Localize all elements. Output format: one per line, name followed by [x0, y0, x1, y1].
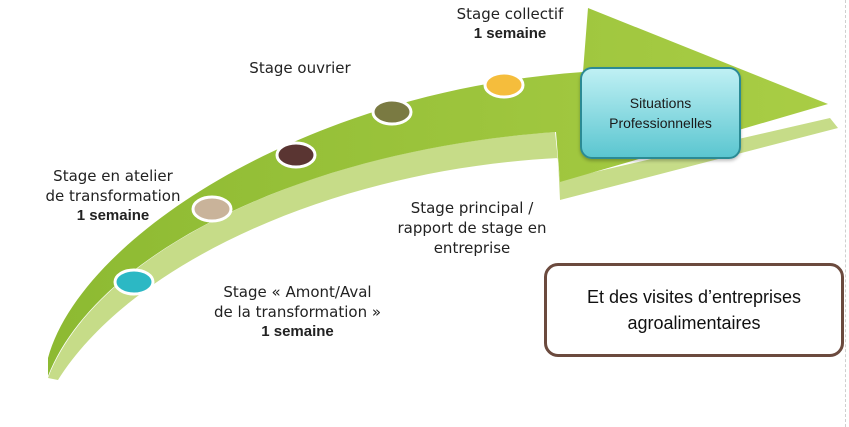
- dot-principal: [275, 141, 317, 169]
- label-stage-collectif: Stage collectif 1 semaine: [440, 4, 580, 44]
- stage-amont-line1: Stage « Amont/Aval: [223, 283, 372, 301]
- label-stage-atelier: Stage en atelier de transformation 1 sem…: [38, 166, 188, 226]
- stage-collectif-title: Stage collectif: [456, 5, 564, 23]
- stage-principal-line2: rapport de stage en: [397, 219, 547, 237]
- label-stage-principal: Stage principal / rapport de stage en en…: [392, 198, 552, 258]
- dot-ouvrier: [371, 98, 413, 126]
- stage-atelier-duration: 1 semaine: [76, 207, 150, 224]
- stage-collectif-duration: 1 semaine: [473, 25, 547, 42]
- situations-professionnelles-box: Situations Professionnelles: [580, 67, 741, 159]
- dot-atelier: [191, 195, 233, 223]
- stage-principal-line1: Stage principal /: [410, 199, 534, 217]
- stage-principal-line3: entreprise: [433, 239, 511, 257]
- visits-line1: Et des visites d’entreprises: [586, 287, 802, 307]
- arrow-side-face: [48, 118, 838, 380]
- situations-line1: Situations: [629, 95, 692, 111]
- dot-collectif: [483, 71, 525, 99]
- stage-atelier-line2: de transformation: [45, 187, 181, 205]
- stage-amont-duration: 1 semaine: [261, 323, 334, 340]
- stage-ouvrier-title: Stage ouvrier: [249, 59, 351, 77]
- dot-amont: [113, 268, 155, 296]
- situations-line2: Professionnelles: [609, 115, 712, 131]
- stage-amont-line2: de la transformation »: [213, 303, 382, 321]
- label-stage-ouvrier: Stage ouvrier: [235, 58, 365, 78]
- visits-line2: agroalimentaires: [627, 313, 761, 333]
- stage-atelier-line1: Stage en atelier: [53, 167, 173, 185]
- page-edge-divider: [845, 0, 846, 427]
- label-stage-amont-aval: Stage « Amont/Aval de la transformation …: [200, 282, 395, 342]
- visites-entreprises-box: Et des visites d’entreprises agroaliment…: [544, 263, 844, 357]
